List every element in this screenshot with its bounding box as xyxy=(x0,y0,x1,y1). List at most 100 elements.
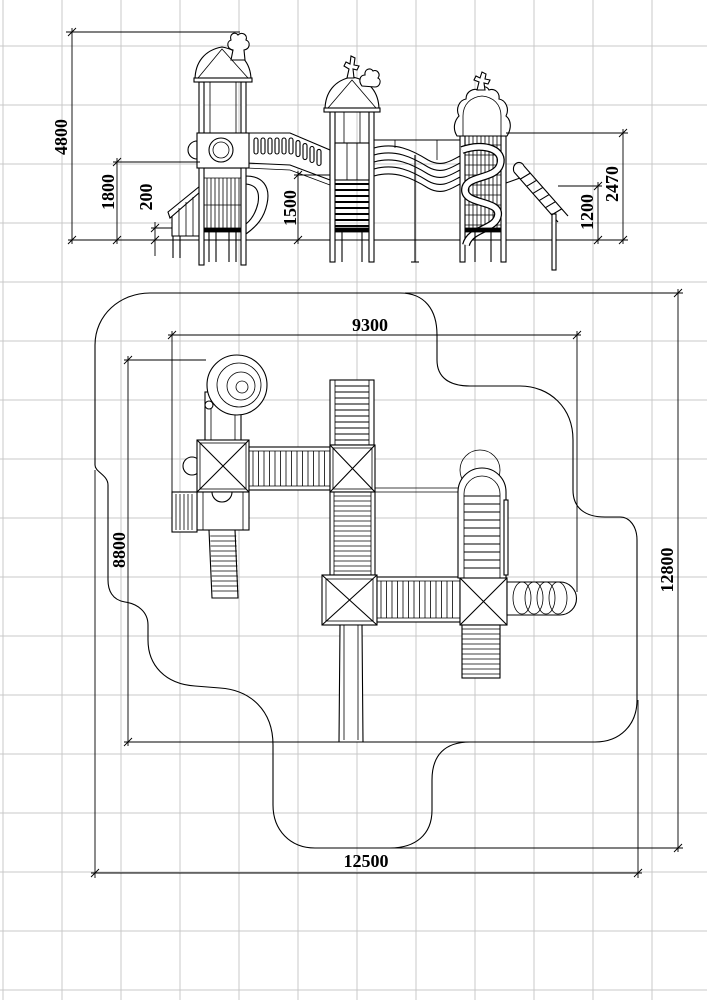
tower-roof-inner xyxy=(332,447,373,490)
figure-ornament xyxy=(473,71,491,91)
spiral-turn xyxy=(226,371,256,401)
bridge-slot xyxy=(260,137,266,155)
railing-bars xyxy=(206,178,240,228)
floor-band xyxy=(334,227,370,233)
dimension-label: 1200 xyxy=(577,194,597,230)
wavy-deck-line xyxy=(373,159,461,178)
elevation-view: 4800 1800 200 1500 2470 xyxy=(51,27,628,271)
ladder-handle xyxy=(512,161,525,173)
connector-rail-plan xyxy=(375,487,460,493)
ladder-rung xyxy=(526,179,537,187)
dimension-label: 8800 xyxy=(109,532,129,568)
slide-slats xyxy=(210,535,239,592)
dimension-tick xyxy=(90,868,643,878)
dimension-platform-left: 1800 xyxy=(98,157,200,245)
bridge-slot xyxy=(295,140,301,158)
bridge-slot xyxy=(302,142,308,161)
ladder-rungs xyxy=(335,385,369,441)
safety-zone-boundary xyxy=(94,292,638,849)
bridge-deck xyxy=(248,446,331,491)
arch-rungs xyxy=(464,495,500,569)
tower-roof-inner xyxy=(325,578,374,622)
ladder-rungs xyxy=(335,183,369,227)
bridge-slot xyxy=(288,137,294,155)
tree-ornament xyxy=(359,68,381,88)
dimension-label: 4800 xyxy=(51,119,71,155)
tunnel-body xyxy=(506,581,578,616)
dimension-tick xyxy=(673,288,683,853)
step-slats xyxy=(175,494,193,530)
dimension-step: 200 xyxy=(136,184,172,256)
dimension-zone-width: 12500 xyxy=(90,470,643,878)
bridge-slot xyxy=(274,137,280,155)
side-porthole xyxy=(187,140,198,160)
tower-1-elevation xyxy=(167,32,269,266)
spiral-core xyxy=(235,380,249,394)
roof-base xyxy=(193,77,253,83)
dimension-label: 2470 xyxy=(602,166,622,202)
post xyxy=(368,109,375,263)
dimension-tick xyxy=(293,170,303,245)
bridge-deck xyxy=(329,491,376,576)
ladder-rungs xyxy=(462,628,500,675)
round-window xyxy=(208,137,234,163)
roof-cross xyxy=(196,439,250,493)
arch-frame xyxy=(457,467,507,579)
tunnel-ring xyxy=(548,581,568,615)
tower-2-elevation xyxy=(323,55,381,263)
tower-3-elevation xyxy=(453,71,511,263)
roof-cross xyxy=(329,444,376,493)
ladder-rail xyxy=(523,165,569,217)
wavy-deck-line xyxy=(373,173,461,192)
spiral-turn xyxy=(216,362,262,408)
ladder-post xyxy=(551,213,557,271)
tunnel-ring xyxy=(524,581,544,615)
dimension-tick xyxy=(618,128,628,245)
bridge-deck xyxy=(376,576,461,623)
middle-bridge-plan xyxy=(329,491,376,576)
bridge-slot xyxy=(253,137,259,155)
bridge-slot xyxy=(309,145,315,164)
ladder-rung xyxy=(520,172,531,180)
panel-bridge-elevation xyxy=(245,132,331,186)
bridge-2-plan xyxy=(376,576,461,623)
side-post xyxy=(503,499,509,576)
arch-inner xyxy=(463,475,501,578)
dimension-tick xyxy=(150,223,160,245)
bridge-slot xyxy=(281,137,287,155)
roof-base xyxy=(323,107,381,113)
window-semicircle xyxy=(211,491,233,503)
dimension-label: 12800 xyxy=(657,548,677,593)
dimension-zone-depth: 12800 xyxy=(370,288,683,853)
wavy-deck-line xyxy=(373,152,461,171)
roof-ridge xyxy=(197,48,249,79)
spiral-outer xyxy=(206,354,268,416)
dimension-tick xyxy=(112,157,122,245)
bridge-slats xyxy=(252,451,325,486)
chute-entry xyxy=(204,400,214,410)
roof-cross xyxy=(321,574,378,626)
bridge-slats xyxy=(380,581,453,618)
dimension-label: 1500 xyxy=(280,190,300,226)
wavy-bridge-elevation xyxy=(373,139,461,263)
ladder-rung xyxy=(532,186,544,194)
straight-slide xyxy=(338,624,364,743)
dimension-label: 9300 xyxy=(352,315,388,335)
tunnel-ring xyxy=(536,581,556,615)
floor-band xyxy=(464,227,502,233)
ladder-rail xyxy=(513,171,559,223)
straight-slide xyxy=(208,529,239,599)
connector-rail xyxy=(505,177,521,184)
dimension-tick xyxy=(123,355,133,747)
bridge-slot xyxy=(316,148,322,167)
ladder-frame xyxy=(461,624,501,679)
platform-enclosure xyxy=(334,142,370,181)
slanted-ladder-elevation xyxy=(505,161,569,271)
post xyxy=(240,81,247,266)
dimension-label: 1800 xyxy=(98,174,118,210)
middle-tower-bottom-plan xyxy=(321,574,378,743)
dimension-tick xyxy=(67,27,77,245)
ladder-rung xyxy=(551,208,562,216)
dimension-platform-middle: 1500 xyxy=(280,170,330,245)
